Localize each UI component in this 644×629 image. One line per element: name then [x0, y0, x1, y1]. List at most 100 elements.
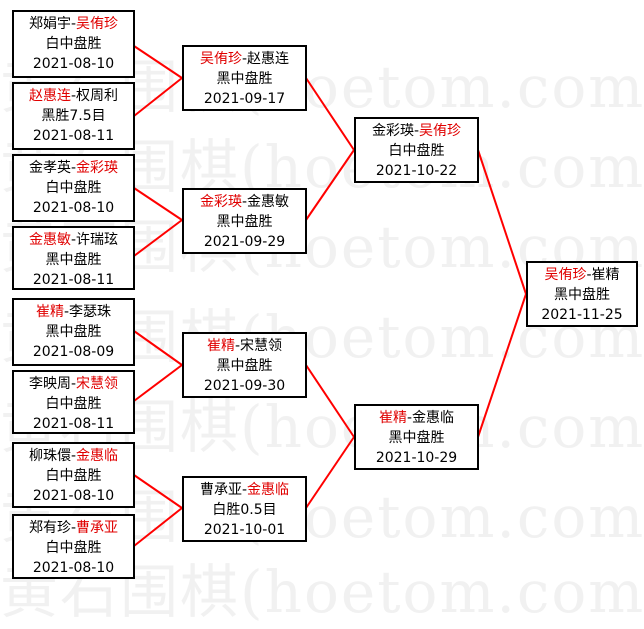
match-date: 2021-08-09 [32, 344, 115, 360]
player-name: 金彩瑛 [371, 123, 414, 139]
connector-line [133, 364, 183, 402]
connector-line [133, 474, 183, 509]
match-result: 白中盘胜 [45, 468, 102, 484]
connector-line [305, 436, 355, 509]
match-players: 金孝英-金彩瑛 [28, 160, 119, 176]
match-players: 金彩瑛-金惠敏 [199, 194, 290, 210]
match-result: 白中盘胜 [45, 180, 102, 196]
connector-line [133, 330, 183, 366]
match-players: 吴侑珍-赵惠连 [199, 51, 290, 67]
player-name: 郑娟宇 [28, 16, 71, 32]
player-name: 宋慧领 [240, 338, 283, 354]
connector-line [477, 293, 527, 438]
match-box-round1: 崔精-李瑟珠 黑中盘胜 2021-08-09 [12, 298, 135, 366]
player-name: 赵惠连 [28, 88, 71, 104]
match-result: 黑中盘胜 [554, 287, 610, 303]
match-result: 白中盘胜 [45, 540, 102, 556]
match-box-round2: 曹承亚-金惠临 白胜0.5目 2021-10-01 [182, 476, 307, 542]
player-name: 金惠敏 [28, 232, 71, 248]
player-name: 金彩瑛 [76, 160, 119, 176]
match-result: 白中盘胜 [45, 36, 102, 52]
connector-line [133, 187, 183, 221]
match-date: 2021-08-10 [32, 200, 115, 216]
player-name: 许瑞玹 [76, 232, 119, 248]
match-date: 2021-10-01 [203, 522, 286, 538]
match-result: 白胜0.5目 [212, 502, 277, 518]
tournament-bracket: 黄石围棋(hoetom.com) 黄石围棋(hoetom.com) 黄石围棋(h… [0, 10, 644, 626]
match-box-round1: 赵惠连-权周利 黑胜7.5目 2021-08-11 [12, 82, 135, 150]
player-name: 崔精 [35, 304, 64, 320]
match-date: 2021-10-29 [375, 450, 458, 466]
player-name: 金彩瑛 [199, 194, 242, 210]
match-result: 黑胜7.5目 [41, 108, 106, 124]
match-date: 2021-11-25 [541, 307, 623, 323]
match-players: 李映周-宋慧领 [28, 376, 119, 392]
player-name: 曹承亚 [76, 520, 119, 536]
player-name: 权周利 [76, 88, 119, 104]
match-box-round1: 金惠敏-许瑞玹 黑中盘胜 2021-08-11 [12, 226, 135, 290]
player-name: 崔精 [378, 410, 407, 426]
match-result: 黑中盘胜 [388, 430, 445, 446]
match-result: 黑中盘胜 [216, 358, 273, 374]
match-date: 2021-08-10 [32, 560, 115, 576]
player-name: 吴侑珍 [419, 123, 462, 139]
match-date: 2021-09-30 [203, 378, 286, 394]
match-result: 黑中盘胜 [216, 214, 273, 230]
match-players: 崔精-宋慧领 [206, 338, 283, 354]
player-name: 李瑟珠 [69, 304, 112, 320]
match-box-round1: 金孝英-金彩瑛 白中盘胜 2021-08-10 [12, 154, 135, 222]
player-name: 宋慧领 [76, 376, 119, 392]
connector-line [133, 77, 183, 117]
connector-line [133, 45, 183, 79]
match-result: 黑中盘胜 [216, 71, 273, 87]
connector-line [305, 77, 355, 151]
player-name: 李映周 [28, 376, 71, 392]
match-players: 金彩瑛-吴侑珍 [371, 123, 462, 139]
match-date: 2021-09-17 [203, 91, 286, 107]
match-players: 吴侑珍-崔精 [544, 267, 620, 283]
connector-line [133, 219, 183, 257]
match-date: 2021-08-10 [32, 488, 115, 504]
player-name: 崔精 [206, 338, 235, 354]
match-players: 赵惠连-权周利 [28, 88, 119, 104]
player-name: 吴侑珍 [199, 51, 242, 67]
match-box-semifinal: 金彩瑛-吴侑珍 白中盘胜 2021-10-22 [354, 117, 479, 183]
match-box-final: 吴侑珍-崔精 黑中盘胜 2021-11-25 [526, 261, 638, 327]
match-box-round1: 李映周-宋慧领 白中盘胜 2021-08-11 [12, 370, 135, 434]
match-box-semifinal: 崔精-金惠临 黑中盘胜 2021-10-29 [354, 404, 479, 470]
bracket-connectors [133, 45, 527, 547]
match-players: 柳珠儇-金惠临 [28, 448, 119, 464]
connector-line [305, 149, 355, 221]
match-box-round2: 金彩瑛-金惠敏 黑中盘胜 2021-09-29 [182, 188, 307, 254]
player-name: 郑有珍 [28, 520, 71, 536]
player-name: 崔精 [591, 267, 620, 283]
player-name: 赵惠连 [247, 51, 290, 67]
match-box-round2: 崔精-宋慧领 黑中盘胜 2021-09-30 [182, 332, 307, 398]
match-players: 曹承亚-金惠临 [199, 482, 290, 498]
connector-line [477, 149, 527, 295]
player-name: 金惠敏 [247, 194, 290, 210]
match-players: 崔精-金惠临 [378, 410, 455, 426]
player-name: 吴侑珍 [544, 267, 587, 283]
player-name: 金惠临 [76, 448, 119, 464]
player-name: 柳珠儇 [28, 448, 71, 464]
player-name: 金惠临 [247, 482, 290, 498]
match-date: 2021-08-10 [32, 56, 115, 72]
connector-line [305, 364, 355, 438]
match-date: 2021-08-11 [32, 272, 115, 288]
match-date: 2021-10-22 [375, 163, 458, 179]
match-players: 金惠敏-许瑞玹 [28, 232, 119, 248]
match-date: 2021-08-11 [32, 128, 115, 144]
match-box-round1: 郑有珍-曹承亚 白中盘胜 2021-08-10 [12, 514, 135, 579]
match-date: 2021-08-11 [32, 416, 115, 432]
match-result: 黑中盘胜 [45, 252, 102, 268]
match-result: 白中盘胜 [388, 143, 445, 159]
match-date: 2021-09-29 [203, 234, 286, 250]
match-result: 黑中盘胜 [45, 324, 102, 340]
match-players: 郑有珍-曹承亚 [28, 520, 119, 536]
match-result: 白中盘胜 [45, 396, 102, 412]
match-players: 崔精-李瑟珠 [35, 304, 112, 320]
match-box-round1: 郑娟宇-吴侑珍 白中盘胜 2021-08-10 [12, 10, 135, 78]
player-name: 曹承亚 [199, 482, 242, 498]
match-box-round2: 吴侑珍-赵惠连 黑中盘胜 2021-09-17 [182, 45, 307, 111]
